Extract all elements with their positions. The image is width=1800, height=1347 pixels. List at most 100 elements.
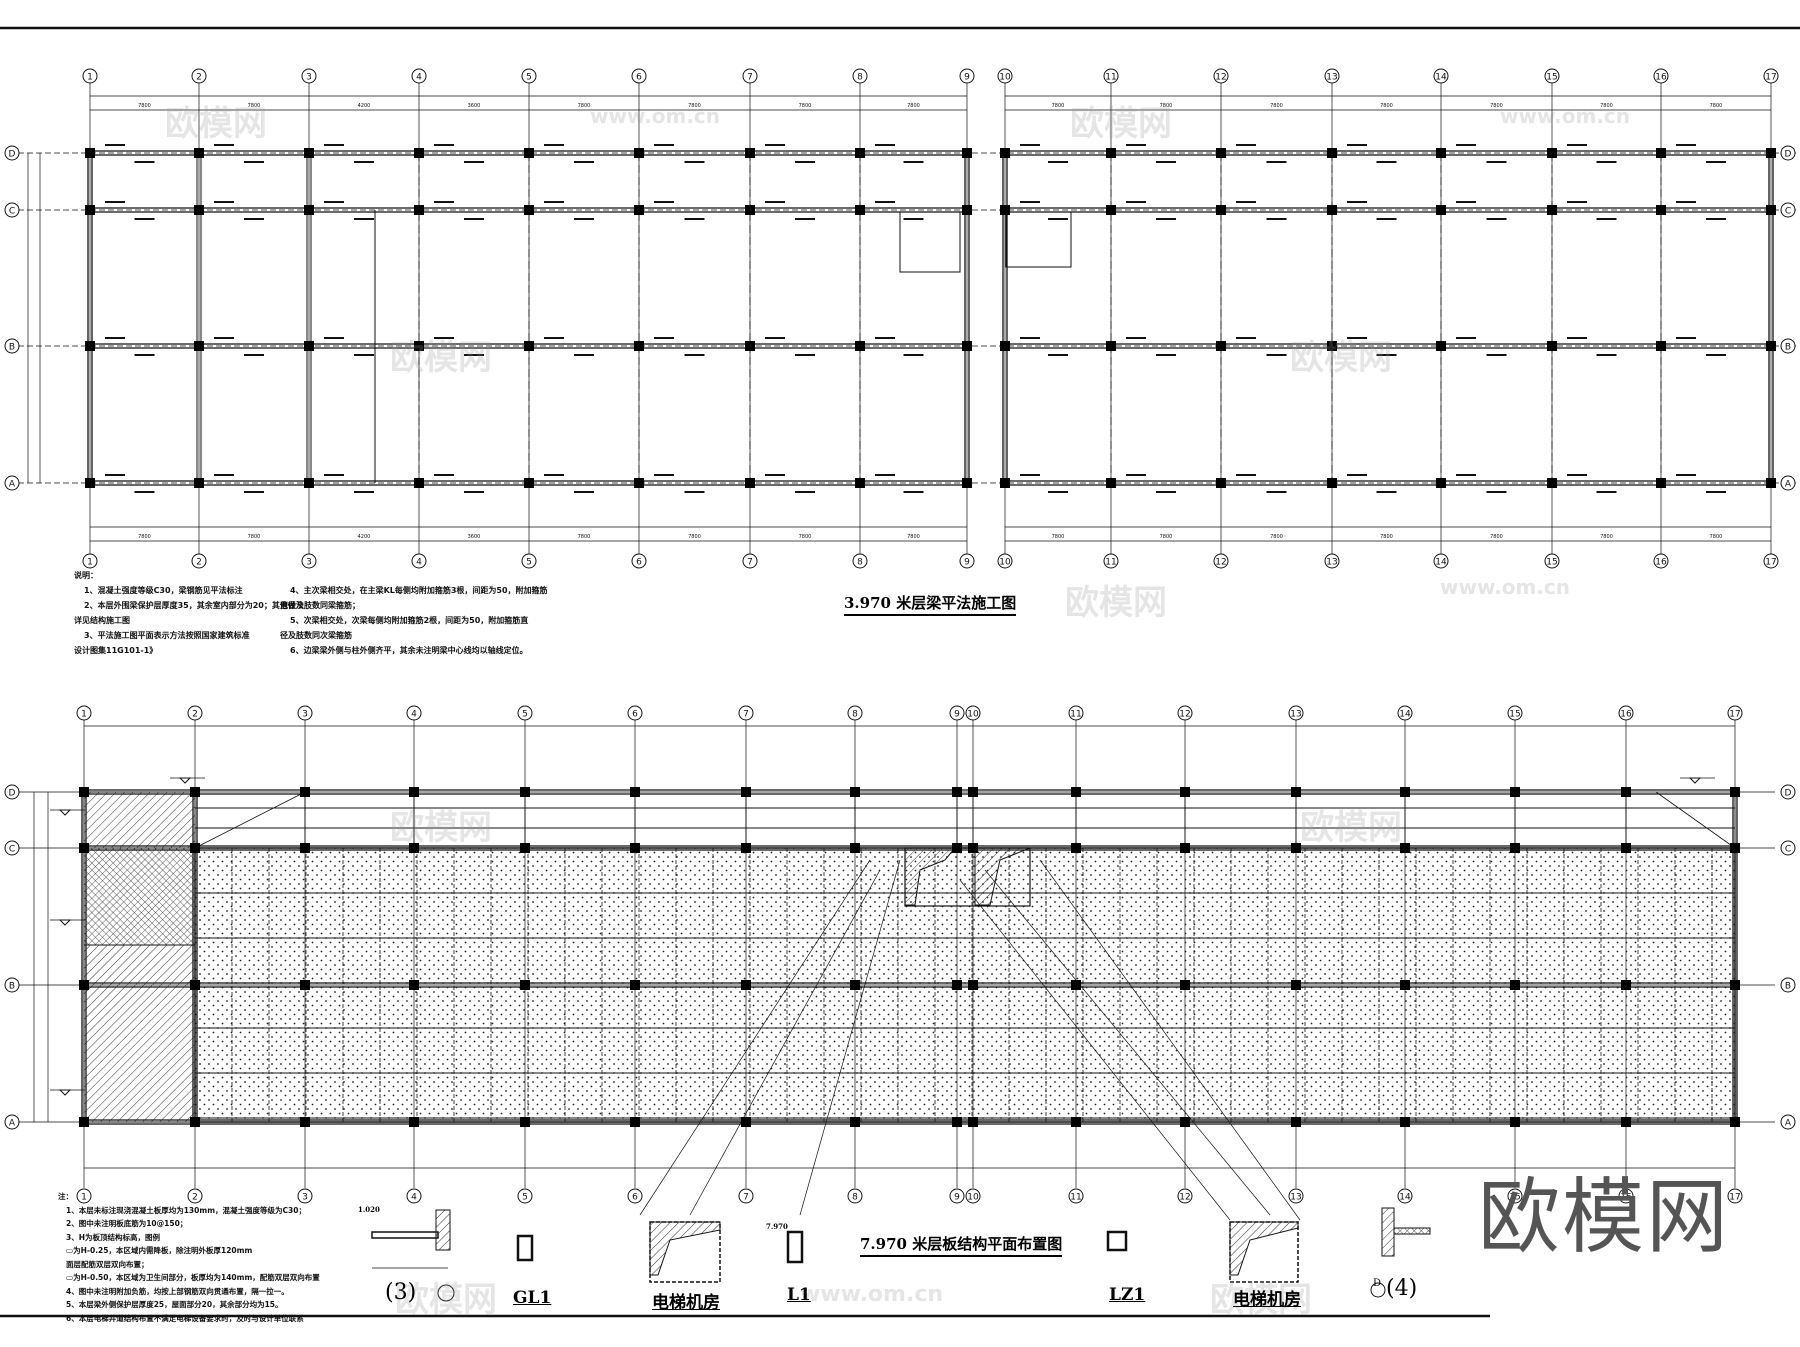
axis-top-14-bubble	[1433, 68, 1449, 84]
dimension-value: 7800	[578, 534, 591, 540]
axis-top-17-bubble	[1763, 68, 1779, 84]
axis-bottom-5-bubble	[517, 1188, 533, 1204]
axis-top-12-bubble	[1213, 68, 1229, 84]
section3-wall	[435, 1209, 451, 1251]
column	[414, 478, 424, 488]
axis-top-5-bubble	[517, 705, 533, 721]
axis-bottom-8-bubble	[852, 553, 868, 569]
axis-top-11-bubble	[1103, 68, 1119, 84]
notes-heading: 说明：	[74, 571, 98, 580]
column	[1291, 787, 1301, 797]
axis-bottom-11-bubble	[1103, 553, 1119, 569]
note-line: 2、本层外围梁保护层厚度35，其余室内部分为20；其他做法	[84, 601, 304, 610]
column	[1510, 843, 1520, 853]
section-4-number: 4	[1394, 1276, 1409, 1301]
note-line: 3、平法施工图平面表示方法按照国家建筑标准	[84, 631, 250, 640]
axis-top-16-bubble	[1618, 705, 1634, 721]
note-line: ▭为H-0.50，本区域为卫生间部分，板厚均为140mm，配筋双层双向布置	[66, 1273, 320, 1282]
axis-top-14-label: 14	[1399, 710, 1411, 720]
axis-bottom-14-label: 14	[1399, 1193, 1411, 1203]
axis-bottom-16-bubble	[1618, 1188, 1634, 1204]
slab-plan-notes: 注： 1、本层未标注现浇混凝土板厚均为130mm，混凝土强度等级为C30； 2、…	[58, 1190, 320, 1325]
column	[1400, 843, 1410, 853]
column	[1730, 1117, 1740, 1127]
column	[1180, 980, 1190, 990]
section4-axis-circle	[1370, 1282, 1386, 1298]
note-line: 面层配筋双层双向布置；	[66, 1259, 149, 1269]
section-3-number: 3	[393, 1280, 408, 1305]
column	[414, 205, 424, 215]
axis-top-3-bubble	[297, 705, 313, 721]
column	[1106, 478, 1116, 488]
axis-top-4-label: 4	[411, 710, 417, 720]
axis-bottom-3-bubble	[301, 553, 317, 569]
column	[190, 787, 200, 797]
column	[1071, 980, 1081, 990]
axis-top-4-bubble	[411, 68, 427, 84]
axis-top-2-bubble	[191, 68, 207, 84]
column	[194, 205, 204, 215]
leader-line	[689, 869, 881, 1216]
axis-bottom-2-label: 2	[192, 1193, 198, 1203]
axis-top-1-label: 1	[81, 710, 87, 720]
column	[1766, 148, 1776, 158]
column	[1071, 787, 1081, 797]
axis-bottom-12-label: 12	[1215, 558, 1226, 568]
dimension-value: 7800	[138, 534, 151, 540]
axis-bottom-13-label: 13	[1326, 558, 1337, 568]
column	[1327, 148, 1337, 158]
column	[1216, 148, 1226, 158]
axis-bottom-16-bubble	[1653, 553, 1669, 569]
axis-bottom-7-bubble	[742, 553, 758, 569]
axis-bottom-2-label: 2	[196, 558, 202, 568]
column	[630, 843, 640, 853]
column	[79, 1117, 89, 1127]
column	[1000, 205, 1010, 215]
axis-bottom-17-bubble	[1727, 1188, 1743, 1204]
axis-top-9-label: 9	[964, 73, 970, 83]
column	[634, 478, 644, 488]
elevator-room-2-hatch	[1229, 1221, 1299, 1276]
column	[1216, 205, 1226, 215]
column	[1000, 148, 1010, 158]
axis-left-D-label: D	[9, 789, 16, 799]
column	[414, 148, 424, 158]
axis-top-13-label: 13	[1290, 710, 1301, 720]
column	[1291, 1117, 1301, 1127]
section-3-marker: (3)	[385, 1280, 417, 1305]
axis-bottom-13-bubble	[1324, 553, 1340, 569]
dimension-value: 7800	[1052, 534, 1065, 540]
axis-top-15-bubble	[1507, 705, 1523, 721]
stair-opening	[899, 211, 961, 273]
dimension-value: 7800	[907, 103, 920, 109]
axis-bottom-10-label: 10	[967, 1193, 979, 1203]
axis-top-3-label: 3	[302, 710, 308, 720]
axis-bottom-7-label: 7	[747, 558, 753, 568]
detail-axis-d: D	[1373, 1278, 1382, 1289]
slab-region-dotted	[194, 847, 1736, 1123]
dimension-value: 7800	[688, 534, 701, 540]
column	[409, 787, 419, 797]
column	[520, 787, 530, 797]
dimension-value: 7800	[1490, 534, 1503, 540]
axis-right-C-label: C	[1785, 207, 1791, 217]
column	[850, 980, 860, 990]
axis-left-C-bubble	[4, 840, 20, 856]
column	[524, 478, 534, 488]
column	[745, 205, 755, 215]
axis-left-C-label: C	[9, 207, 15, 217]
leader-line	[959, 879, 1231, 1221]
column	[850, 787, 860, 797]
column	[1656, 205, 1666, 215]
note-line: ▭为H-0.25，本区域内需降板，除注明外板厚120mm	[66, 1246, 253, 1255]
column	[1000, 478, 1010, 488]
axis-top-6-label: 6	[636, 73, 642, 83]
elevator-room-1-hatch	[649, 1221, 721, 1276]
axis-bottom-9-bubble	[959, 553, 975, 569]
axis-bottom-2-bubble	[191, 553, 207, 569]
column	[1436, 148, 1446, 158]
axis-right-A-bubble	[1780, 1114, 1796, 1130]
dimension-value: 7800	[688, 103, 701, 109]
axis-bottom-12-label: 12	[1179, 1193, 1190, 1203]
column	[855, 341, 865, 351]
